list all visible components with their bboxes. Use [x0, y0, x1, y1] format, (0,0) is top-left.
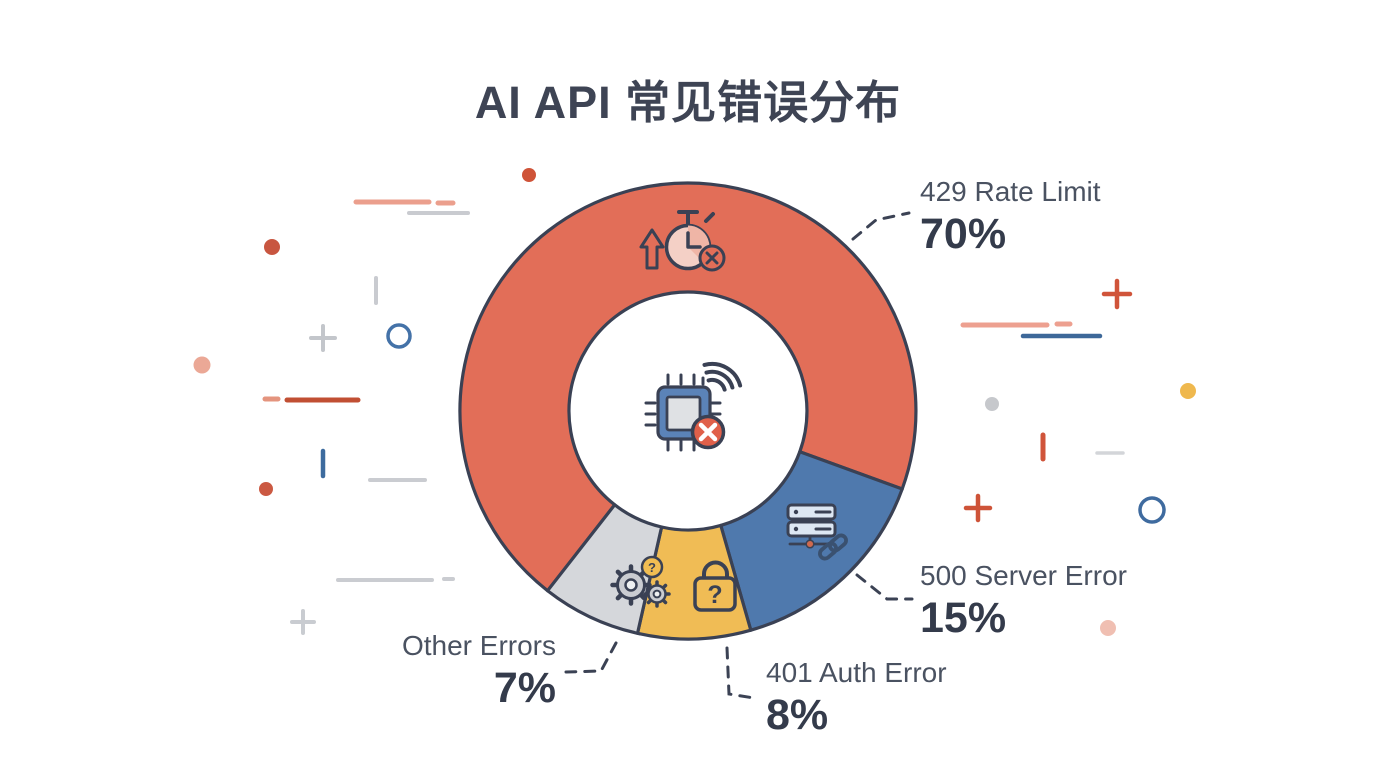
question-glyph: ?	[648, 560, 656, 575]
segment-name: Other Errors	[401, 630, 556, 661]
leader-line-429	[851, 211, 911, 241]
server-link-icon	[786, 503, 848, 561]
decor-dot	[1180, 383, 1196, 399]
question-glyph: ?	[707, 581, 722, 609]
decorations	[193, 168, 1196, 636]
leader-line-other	[564, 641, 618, 674]
decor-dot	[264, 239, 280, 255]
decor-plus	[290, 609, 316, 635]
segment-percent: 70%	[920, 210, 1007, 258]
segment-label-other: Other Errors 7%	[402, 630, 556, 711]
segment-percent: 8%	[766, 691, 829, 739]
segment-name: 429 Rate Limit	[920, 176, 1101, 207]
decor-line	[353, 199, 456, 206]
gears-question-icon: ?	[610, 555, 671, 608]
decor-dot	[522, 168, 536, 182]
gear-small-icon	[643, 580, 671, 608]
chip-pins	[644, 373, 722, 452]
leader-lines	[564, 211, 914, 700]
rate-limit-stopwatch-icon	[639, 210, 726, 272]
decor-dot	[1100, 620, 1116, 636]
lock-question-icon: ?	[693, 560, 737, 612]
segment-label-500: 500 Server Error 15%	[920, 560, 1127, 641]
segment-name: 500 Server Error	[920, 560, 1127, 591]
chain-link-icon	[818, 533, 848, 561]
decor-dot	[193, 356, 211, 374]
decor-line	[960, 321, 1073, 328]
leader-line-401	[725, 646, 756, 700]
x-mark-icon	[698, 422, 718, 442]
segment-percent: 7%	[493, 664, 556, 712]
decor-dot	[259, 482, 273, 496]
chip-error-icon	[644, 361, 743, 452]
segment-label-401: 401 Auth Error 8%	[766, 657, 947, 738]
decor-plus	[1101, 278, 1133, 310]
arrow-up-icon	[639, 228, 665, 270]
decor-plus	[963, 493, 993, 523]
decor-ring	[386, 323, 412, 349]
segment-label-429: 429 Rate Limit 70%	[920, 176, 1101, 257]
wifi-signal-icon	[702, 361, 743, 392]
page-title: AI API 常见错误分布	[474, 77, 902, 128]
segment-percent: 15%	[920, 594, 1007, 642]
gear-large-icon	[610, 564, 652, 606]
decor-ring	[1138, 496, 1166, 524]
donut-segment-429-rate-limit	[458, 181, 918, 593]
decor-plus	[309, 324, 337, 352]
decor-dot	[985, 397, 999, 411]
decor-line	[336, 577, 455, 582]
x-mark-icon	[705, 251, 719, 265]
segment-name: 401 Auth Error	[766, 657, 947, 688]
leader-line-500	[855, 573, 914, 601]
